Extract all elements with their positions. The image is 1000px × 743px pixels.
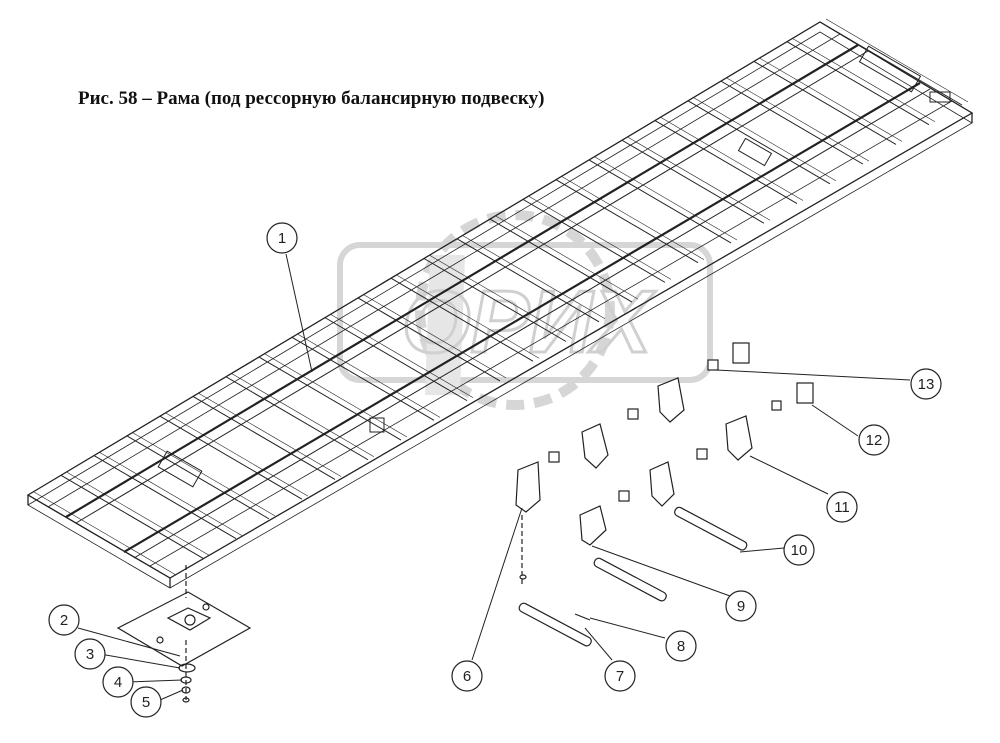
callout-number: 1 [278, 230, 286, 247]
cross-member-edge [726, 77, 870, 162]
cross-member-edge [132, 432, 276, 517]
cross-member-edge [429, 255, 573, 339]
callout-number: 12 [866, 432, 883, 449]
callout-number: 13 [918, 376, 935, 393]
cross-member [159, 415, 303, 500]
cross-member [390, 277, 534, 362]
cross-member [93, 455, 237, 540]
callout-13: 13 [910, 368, 942, 400]
callout-circle [604, 660, 636, 692]
callout-12: 12 [858, 424, 890, 456]
cross-member-edge [231, 373, 375, 458]
callout-circle [266, 222, 298, 254]
callout-number: 2 [60, 612, 68, 629]
callout-number: 8 [677, 638, 685, 655]
cross-member-edge [330, 314, 474, 398]
cross-member-edge [792, 38, 936, 122]
cross-member [555, 179, 699, 264]
leader-lines [77, 253, 911, 701]
cross-member [192, 396, 336, 480]
cross-member [753, 60, 897, 145]
cross-member [258, 356, 402, 441]
cross-member-edge [165, 412, 309, 497]
callout-circle [451, 660, 483, 692]
cross-member [522, 198, 666, 283]
cross-member-edge [825, 18, 969, 103]
cross-member-edge [99, 452, 243, 536]
cross-member [654, 120, 798, 204]
cross-member [291, 336, 435, 421]
cross-member-edge [66, 472, 210, 556]
cross-member-edge [33, 491, 177, 576]
cross-member [324, 317, 468, 402]
callout-number: 11 [834, 499, 850, 516]
callout-number: 7 [616, 668, 624, 685]
suspension-parts [515, 342, 814, 647]
cross-member [225, 376, 369, 461]
cross-member [357, 297, 501, 382]
cross-member-edge [594, 156, 738, 241]
callout-number: 3 [86, 646, 94, 663]
callout-circle [826, 491, 858, 523]
callout-8: 8 [665, 630, 697, 662]
callout-number: 6 [463, 668, 471, 685]
cross-member-edge [462, 235, 606, 320]
callout-circle [130, 686, 162, 718]
callout-9: 9 [725, 590, 757, 622]
cross-member-edge [693, 97, 837, 182]
callout-number: 5 [142, 694, 150, 711]
callout-circle [783, 534, 815, 566]
callout-10: 10 [783, 534, 815, 566]
watermark-logo [337, 210, 713, 410]
callout-circle [725, 590, 757, 622]
cross-member-edge [198, 393, 342, 477]
callout-5: 5 [130, 686, 162, 718]
callout-circle [858, 424, 890, 456]
cross-member [489, 218, 633, 303]
cross-member [423, 258, 567, 342]
cross-member-edge [561, 176, 705, 260]
cross-member [786, 41, 930, 126]
cross-member-edge [363, 294, 507, 379]
cross-member [60, 474, 204, 559]
cross-member-edge [297, 334, 441, 418]
cross-member [621, 139, 765, 224]
cross-member [27, 494, 171, 579]
callout-circle [48, 604, 80, 636]
callout-2: 2 [48, 604, 80, 636]
cross-member-edge [660, 117, 804, 201]
cross-member-edge [495, 215, 639, 300]
cross-member [720, 80, 864, 165]
callout-1: 1 [266, 222, 298, 254]
cross-member [687, 100, 831, 185]
callout-circle [102, 666, 134, 698]
kingpin-plate [116, 565, 252, 703]
cross-member-edge [627, 136, 771, 221]
callout-circle [665, 630, 697, 662]
watermark-text: ОРИХ [402, 272, 656, 371]
callout-4: 4 [102, 666, 134, 698]
cross-member [456, 238, 600, 323]
callout-7: 7 [604, 660, 636, 692]
callout-number: 10 [791, 542, 808, 559]
callout-circle [910, 368, 942, 400]
cross-member-edge [759, 58, 903, 142]
cross-member-edge [528, 196, 672, 280]
main-frame [26, 18, 974, 589]
cross-member [819, 21, 963, 106]
callout-3: 3 [74, 638, 106, 670]
cross-member-edge [396, 274, 540, 359]
callout-number: 4 [114, 674, 122, 691]
callout-11: 11 [826, 491, 858, 523]
callout-6: 6 [451, 660, 483, 692]
callout-number: 9 [737, 598, 745, 615]
figure-title: Рис. 58 – Рама (под рессорную балансирну… [78, 88, 545, 109]
cross-member-edge [264, 353, 408, 438]
cross-member [588, 159, 732, 244]
callout-circle [74, 638, 106, 670]
